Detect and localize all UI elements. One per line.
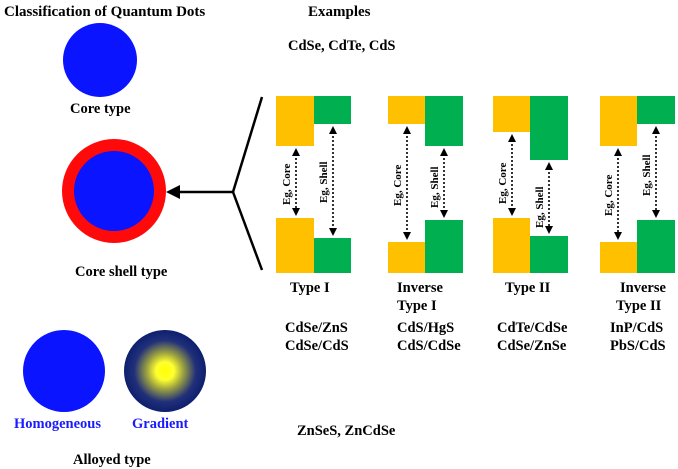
core-valence-band [493, 218, 530, 273]
band-diagram-inverse-type-2: Eg, Core Eg, Shell [600, 96, 675, 273]
inverse-type-1-example-1: CdS/HgS [397, 320, 454, 336]
alloyed-type-examples: ZnSeS, ZnCdSe [297, 423, 396, 439]
type-1-example-1: CdSe/ZnS [285, 320, 348, 336]
homogeneous-label: Homogeneous [14, 416, 101, 432]
type-1-example-2: CdSe/CdS [285, 338, 349, 354]
core-conduction-band [388, 96, 425, 124]
core-shell-type-label: Core shell type [75, 264, 168, 280]
inverse-type-1-example-2: CdS/CdSe [397, 338, 461, 354]
homogeneous-alloy-dot [23, 330, 105, 412]
type-2-name: Type II [505, 280, 551, 296]
inverse-type-2-example-2: PbS/CdS [610, 338, 666, 354]
core-type-dot [63, 23, 137, 97]
band-diagram-inverse-type-1: Eg, Core Eg, Shell [388, 96, 463, 273]
gradient-alloy-dot [124, 330, 206, 412]
branch-line-upper [231, 96, 264, 193]
core-valence-band [276, 218, 314, 273]
core-type-label: Core type [70, 101, 131, 117]
type-2-example-2: CdSe/ZnSe [497, 338, 567, 354]
eg-shell-label: Eg, Shell [318, 161, 330, 203]
page-title: Classification of Quantum Dots [4, 4, 205, 20]
type-2-example-1: CdTe/CdSe [497, 320, 568, 336]
core-conduction-band [493, 96, 530, 132]
shell-valence-band [637, 220, 675, 273]
inverse-type-2-name-line-1: Inverse [620, 280, 666, 296]
shell-conduction-band [637, 96, 675, 124]
band-diagram-type-2: Eg, Core Eg, Shell [493, 96, 568, 273]
eg-core-label: Eg, Core [392, 165, 404, 206]
shell-conduction-band [530, 96, 568, 160]
gradient-label: Gradient [132, 416, 189, 432]
branch-arrow-head [166, 185, 180, 199]
branch-line-lower [231, 191, 264, 271]
examples-heading: Examples [308, 4, 371, 20]
shell-valence-band [425, 220, 463, 273]
shell-conduction-band [314, 96, 351, 124]
eg-core-label: Eg, Core [281, 164, 293, 205]
eg-shell-label: Eg, Shell [534, 186, 546, 228]
inverse-type-1-name-line-1: Inverse [397, 280, 443, 296]
core-type-examples: CdSe, CdTe, CdS [288, 38, 395, 54]
inverse-type-2-name-line-2: Type II [616, 298, 662, 314]
eg-shell-label: Eg, Shell [429, 166, 441, 208]
band-diagram-type-1: Eg, Core Eg, Shell [276, 96, 351, 273]
shell-conduction-band [425, 96, 463, 146]
eg-core-label: Eg, Core [497, 163, 509, 204]
core-valence-band [600, 242, 637, 273]
shell-valence-band [530, 236, 568, 273]
alloyed-type-label: Alloyed type [73, 452, 151, 468]
eg-core-label: Eg, Core [603, 175, 615, 216]
core-shell-inner-core [74, 151, 154, 231]
shell-valence-band [314, 238, 351, 273]
inverse-type-1-name-line-2: Type I [397, 298, 437, 314]
type-1-name: Type I [290, 280, 330, 296]
eg-shell-label: Eg, Shell [641, 154, 653, 196]
core-conduction-band [600, 96, 637, 146]
core-conduction-band [276, 96, 314, 146]
inverse-type-2-example-1: InP/CdS [610, 320, 663, 336]
core-valence-band [388, 242, 425, 273]
